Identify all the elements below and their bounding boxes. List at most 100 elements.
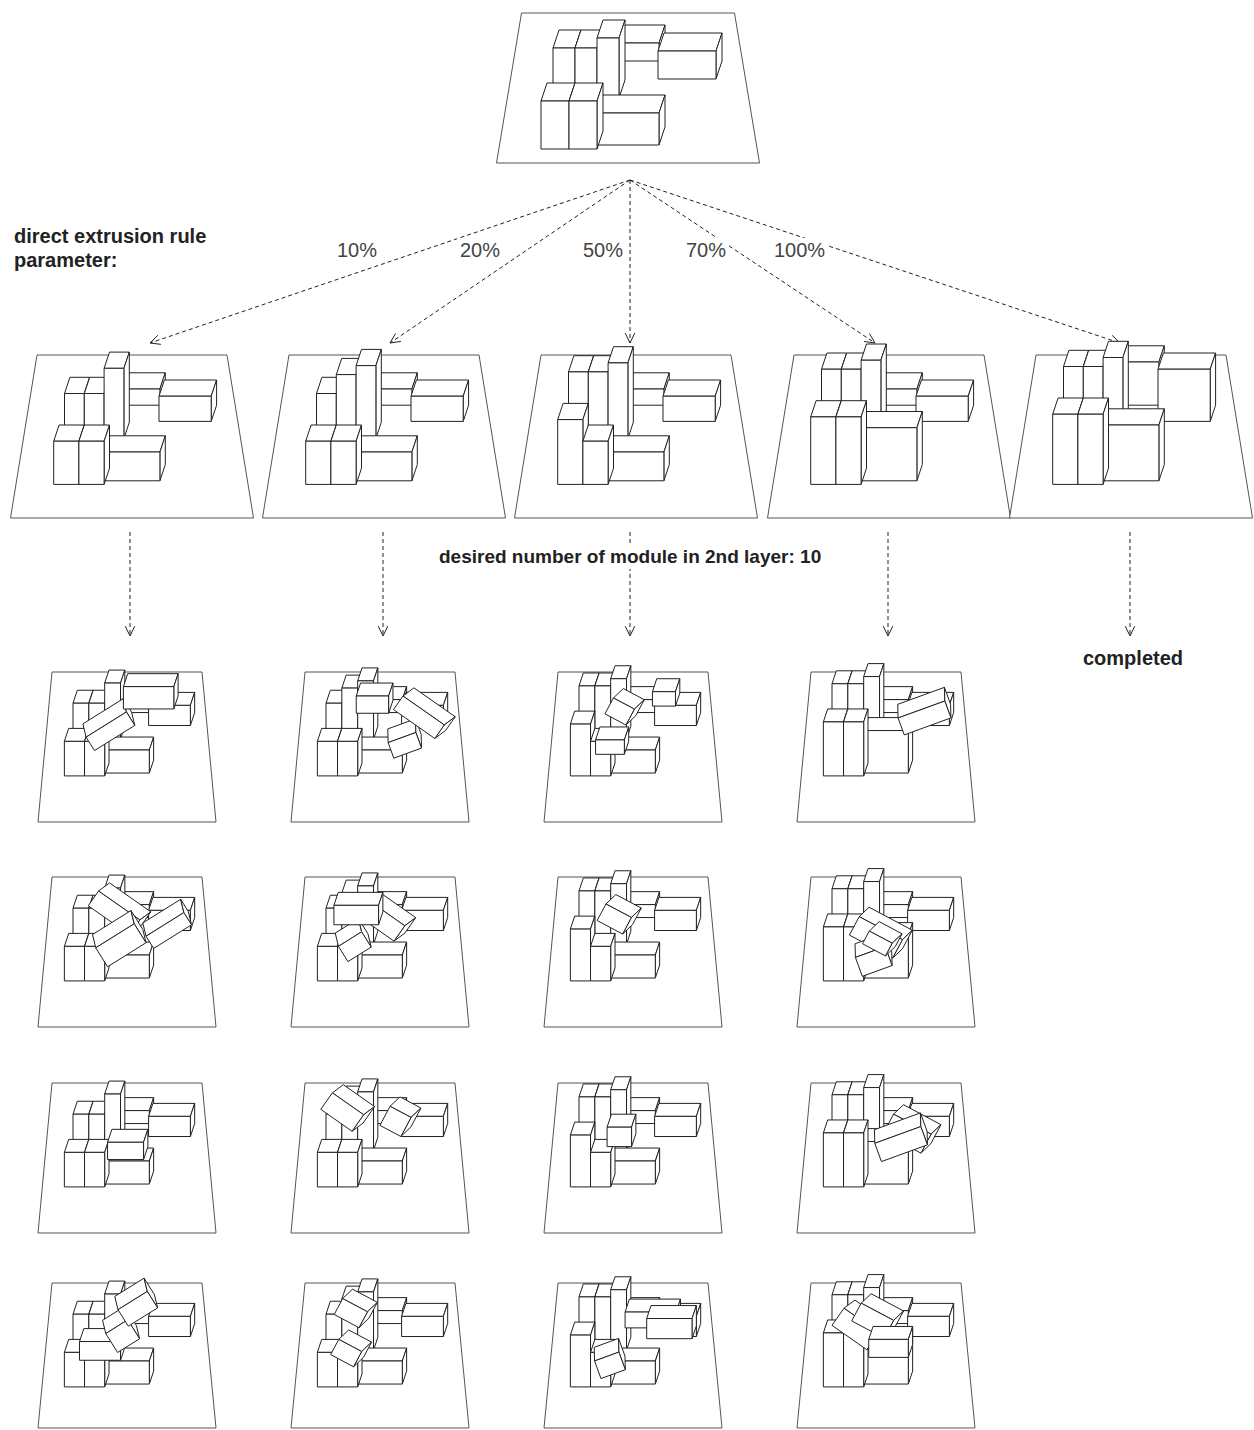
block-face [190,692,194,725]
module-block [916,380,974,421]
block-face [908,1316,950,1336]
block-model [558,347,721,485]
module-block [583,425,614,484]
module-block [611,942,660,978]
module-block [849,905,912,960]
module-block [331,425,362,484]
module-block [655,1103,701,1136]
dashed-arrow [1130,532,1131,636]
block-face [1158,369,1210,421]
block-face [443,1303,447,1336]
block-face [541,101,569,149]
block-face [652,692,675,706]
module-block [85,1139,109,1187]
block-face [54,441,79,484]
block-face [898,701,951,735]
block-face [64,1152,84,1187]
block-face [823,722,843,776]
base-plate [291,877,469,1027]
block-face [338,1152,358,1187]
block-face [696,897,700,930]
block-face [949,897,953,930]
module-block [356,683,393,713]
block-face [658,33,722,51]
percentage-label: 100% [771,238,828,262]
block-face [1103,409,1164,425]
block-model [823,1275,953,1387]
block-face [624,727,628,754]
block-face [105,1361,150,1384]
block-face [597,113,659,145]
block-face [823,1333,843,1387]
block-face [356,696,388,713]
block-face [443,897,447,930]
block-face [811,417,836,485]
arrow-head [150,335,161,344]
block-face [402,1316,444,1336]
block-face [591,946,611,981]
block-model [823,869,953,981]
block-face [146,913,191,949]
module-block [402,1303,448,1336]
arrow-head [864,334,875,343]
block-face [583,441,608,484]
block-model [306,349,469,484]
block-face [190,1303,194,1336]
block-face [663,380,721,396]
block-face [596,727,629,740]
block-face [144,1129,148,1159]
block-face [1053,414,1078,484]
block-face [655,737,659,773]
base-plate [38,1083,216,1233]
block-face [659,95,665,145]
block-face [664,436,669,481]
block-face [1159,409,1164,481]
block-face [844,722,864,776]
block-face [628,347,633,439]
base-plate [291,1283,469,1428]
block-face [190,1103,194,1136]
module-block [844,709,868,776]
module-block [908,897,954,930]
block-face [159,380,217,396]
module-block [338,1139,362,1187]
block-face [570,1335,590,1387]
block-face [716,33,722,79]
arrow-head [625,333,635,343]
block-face [1210,353,1215,421]
block-face [358,1139,362,1187]
block-face [880,892,913,905]
percentage-label: 70% [683,238,729,262]
block-face [916,380,974,396]
block-face [321,1093,364,1131]
block-face [96,924,146,967]
block-face [864,1120,868,1187]
block-face [411,396,463,421]
module-block [607,1114,636,1146]
module-block [334,892,383,924]
module-block [611,1148,660,1184]
block-face [647,1306,697,1319]
module-count-note: desired number of module in 2nd layer: 1… [436,546,824,569]
module-block [605,687,644,728]
block-face [374,1079,378,1150]
block-face [619,25,665,43]
block-face [160,436,165,481]
block-face [124,352,129,438]
base-plate [768,355,1011,518]
block-face [149,1316,191,1336]
block-model [317,1279,447,1387]
block-face [570,1135,590,1187]
module-block [411,380,469,421]
block-face [696,1303,700,1336]
block-face [861,428,917,481]
module-block [338,728,362,776]
module-block [356,436,417,481]
block-face [1158,353,1216,369]
block-face [864,731,909,773]
block-model [64,670,194,776]
block-face [908,1303,954,1316]
block-face [376,373,417,389]
module-block [1158,353,1216,421]
parameter-heading: direct extrusion rule parameter: [14,224,254,272]
